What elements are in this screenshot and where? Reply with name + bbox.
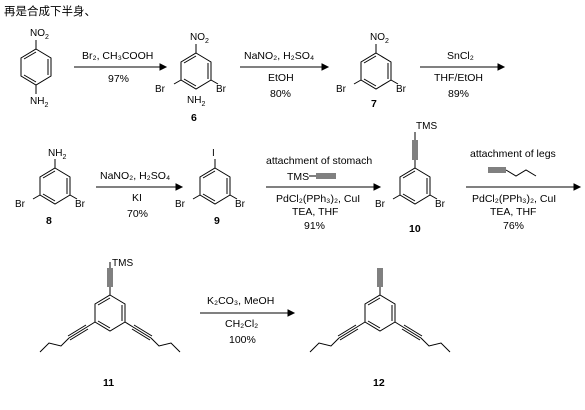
step7-yield: 100% xyxy=(229,334,256,346)
compound-10-label: 10 xyxy=(409,223,421,235)
step6-header: attachment of legs xyxy=(470,148,556,160)
c10-br-left: Br xyxy=(375,199,386,210)
c6-amine: NH2 xyxy=(187,95,205,108)
step4-reagent-ki: KI xyxy=(132,192,142,204)
step1-reagents: Br₂, CH₃COOH xyxy=(82,50,153,62)
step5-catalyst: PdCl₂(PPh₃)₂, CuI xyxy=(276,193,360,205)
c8-br-right: Br xyxy=(75,199,86,210)
step6-catalyst: PdCl₂(PPh₃)₂, CuI xyxy=(472,193,556,205)
step3-solvent: THF/EtOH xyxy=(434,72,483,84)
amine-label: NH2 xyxy=(30,96,48,109)
step5-header: attachment of stomach xyxy=(266,155,372,167)
step7-reagents: K₂CO₃, MeOH xyxy=(207,295,274,307)
reaction-arrow-6 xyxy=(466,183,582,191)
reaction-arrow-3 xyxy=(420,63,506,71)
compound-12-structure xyxy=(309,268,451,353)
reaction-arrow-5 xyxy=(266,183,382,191)
step5-solvent: TEA, THF xyxy=(292,206,338,218)
c7-br-right: Br xyxy=(396,84,407,95)
reaction-arrow-1 xyxy=(74,63,168,71)
compound-6-structure xyxy=(173,44,219,90)
reaction-arrow-4 xyxy=(96,183,184,191)
step7-solvent: CH₂Cl₂ xyxy=(225,318,258,330)
c8-amine: NH2 xyxy=(48,148,66,161)
c10-br-right: Br xyxy=(435,199,446,210)
step4-yield: 70% xyxy=(127,208,148,220)
caption: 再是合成下半身、 xyxy=(4,4,96,18)
compound-8-label: 8 xyxy=(46,215,52,227)
c8-br-left: Br xyxy=(15,199,26,210)
step5-tms: TMS xyxy=(287,171,309,183)
step2-reagents: NaNO₂, H₂SO₄ xyxy=(244,50,314,62)
c10-tms: TMS xyxy=(416,121,437,132)
compound-6-label: 6 xyxy=(191,112,197,124)
compound-10-structure xyxy=(392,132,438,205)
c9-br-right: Br xyxy=(235,199,246,210)
c9-iodo: I xyxy=(212,148,215,159)
step5-yield: 91% xyxy=(304,220,325,232)
reaction-arrow-2 xyxy=(240,63,330,71)
step4-reagents: NaNO₂, H₂SO₄ xyxy=(100,170,170,182)
c7-nitro: NO2 xyxy=(370,32,389,45)
step2-solvent: EtOH xyxy=(268,72,294,84)
compound-8-structure xyxy=(32,159,78,205)
step3-reagent: SnCl₂ xyxy=(447,50,474,62)
step6-yield: 76% xyxy=(503,220,524,232)
step6-solvent: TEA, THF xyxy=(490,206,536,218)
compound-7-structure xyxy=(353,44,399,90)
start-nitroaniline-structure xyxy=(20,40,52,94)
compound-9-label: 9 xyxy=(214,215,220,227)
compound-9-structure xyxy=(192,159,238,205)
c11-tms: TMS xyxy=(112,258,133,269)
tms-acetylene-reagent xyxy=(309,173,336,179)
c6-nitro: NO2 xyxy=(190,32,209,45)
compound-7-label: 7 xyxy=(371,98,377,110)
nitro-label: NO2 xyxy=(30,28,49,41)
c9-br-left: Br xyxy=(175,199,186,210)
compound-12-label: 12 xyxy=(373,377,385,389)
step1-yield: 97% xyxy=(108,73,129,85)
c7-br-left: Br xyxy=(336,84,347,95)
reaction-arrow-7 xyxy=(200,309,296,317)
step3-yield: 89% xyxy=(448,88,469,100)
compound-11-label: 11 xyxy=(103,377,114,389)
c6-br-left: Br xyxy=(155,84,166,95)
step2-yield: 80% xyxy=(270,88,291,100)
compound-11-structure xyxy=(39,262,181,353)
pentyne-reagent xyxy=(488,167,537,177)
c6-br-right: Br xyxy=(216,84,227,95)
